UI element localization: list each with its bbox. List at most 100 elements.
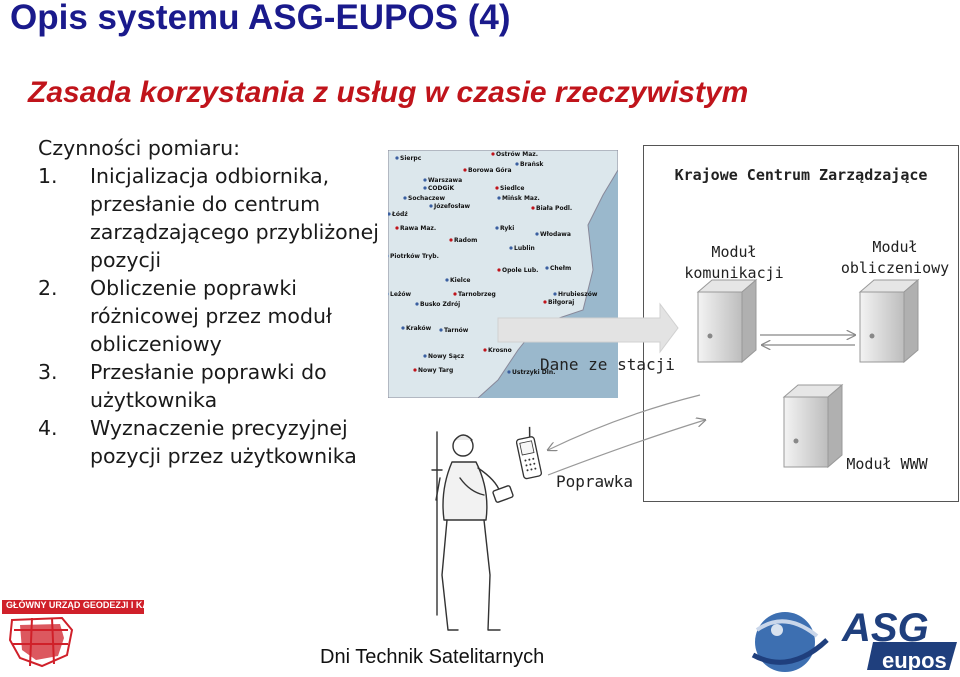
measurement-steps: Czynności pomiaru: 1. Inicjalizacja odbio… [38,134,388,470]
correction-arrow-upper [548,394,701,450]
mobile-phone-icon [515,426,543,480]
gugik-logo [2,600,144,672]
map-station-marker [429,204,433,208]
eupos-logo-text: eupos [882,648,947,673]
map-station-marker [423,178,427,182]
map-station-marker [388,292,389,296]
server-calculation-icon [858,278,920,364]
map-station-marker [388,254,389,258]
step-item: 2. Obliczenie poprawki różnicowej przez m… [38,274,388,358]
step-number: 2. [38,276,58,300]
map-station-marker [543,300,547,304]
module-calculation-label: Moduł obliczeniowy [840,238,950,277]
step-number: 3. [38,360,58,384]
map-station-marker [545,266,549,270]
map-station-marker [483,348,487,352]
map-city-label: Ostrów Maz. [496,151,538,158]
map-station-marker [531,206,535,210]
station-data-arrow [497,302,679,354]
map-station-marker [453,292,457,296]
map-city-label: Busko Zdrój [420,301,460,308]
asg-logo-text: ASG [842,606,929,650]
map-city-label: CODGiK [428,185,454,192]
map-station-marker [495,226,499,230]
map-station-marker [535,232,539,236]
map-station-marker [395,226,399,230]
map-station-marker [507,370,511,374]
map-station-marker [495,186,499,190]
slide-subtitle: Zasada korzystania z usług w czasie rzec… [28,76,749,109]
map-station-marker [415,302,419,306]
map-city-label: Biała Podl. [536,205,572,212]
step-number: 1. [38,164,58,188]
map-city-label: Tarnów [444,327,469,334]
map-station-marker [403,196,407,200]
gugik-logo-text: GŁÓWNY URZĄD GEODEZJI I KARTOGRAFII [6,600,199,610]
map-city-label: Nowy Sącz [428,353,465,360]
step-text: Wyznaczenie precyzyjnej pozycji przez uż… [90,416,357,468]
server-communication-icon [696,278,758,364]
map-station-marker [388,212,391,216]
map-city-label: Siedlce [500,185,524,192]
map-city-label: Leżów [390,291,412,298]
step-text: Inicjalizacja odbiornika, przesłanie do … [90,164,379,272]
map-city-label: Borowa Góra [468,167,512,174]
map-city-label: Sierpc [400,155,422,162]
map-station-marker [395,156,399,160]
map-city-label: Kraków [406,325,432,332]
map-city-label: Radom [454,237,477,244]
module-communication-label: Moduł komunikacji [684,243,784,282]
map-city-label: Biłgoraj [548,299,574,306]
map-city-label: Brańsk [520,161,544,168]
map-land [388,150,618,398]
step-text: Obliczenie poprawki różnicowej przez mod… [90,276,332,356]
surveyor-gnss-icon [431,431,514,631]
map-city-label: Nowy Targ [418,367,453,374]
map-station-marker [423,354,427,358]
map-city-label: Kielce [450,277,470,284]
map-station-marker [401,326,405,330]
map-station-marker [449,238,453,242]
map-station-marker [509,246,513,250]
map-city-label: Ryki [500,225,514,232]
map-city-label: Sochaczew [408,195,445,202]
steps-heading: Czynności pomiaru: [38,136,241,160]
footer-event-name: Dni Technik Satelitarnych [320,646,545,668]
step-item: 3. Przesłanie poprawki do użytkownika [38,358,388,414]
map-city-label: Tarnobrzeg [458,291,496,298]
map-city-label: Piotrków Tryb. [390,253,439,260]
step-text: Przesłanie poprawki do użytkownika [90,360,327,412]
management-center-title: Krajowe Centrum Zarządzające [674,166,928,184]
module-www-label: Moduł WWW [846,455,928,473]
asg-eupos-logo [751,612,957,672]
map-city-label: Józefosław [433,203,470,210]
step-item: 1. Inicjalizacja odbiornika, przesłanie d… [38,162,388,274]
map-station-marker [445,278,449,282]
map-station-marker [553,292,557,296]
map-station-marker [413,368,417,372]
map-city-label: Ustrzyki Dln. [512,369,555,376]
map-station-marker [491,152,495,156]
map-city-label: Warszawa [428,177,462,184]
map-station-marker [515,162,519,166]
map-city-label: Mińsk Maz. [502,195,540,202]
map-station-marker [497,196,501,200]
correction-arrow-lower [547,420,705,476]
map-city-label: Krosno [488,347,512,354]
step-number: 4. [38,416,58,440]
map-station-marker [423,186,427,190]
slide-title: Opis systemu ASG-EUPOS (4) [10,0,511,37]
map-station-marker [463,168,467,172]
map-city-label: Hrubieszów [558,291,598,298]
map-city-label: Lublin [514,245,535,252]
server-www-icon [782,383,844,469]
station-data-label: Dane ze stacji [540,355,675,374]
map-city-label: Włodawa [540,231,571,238]
map-city-label: Rawa Maz. [400,225,436,232]
map-city-label: Opole Lub. [502,267,538,274]
map-station-marker [497,268,501,272]
step-item: 4. Wyznaczenie precyzyjnej pozycji przez … [38,414,388,470]
